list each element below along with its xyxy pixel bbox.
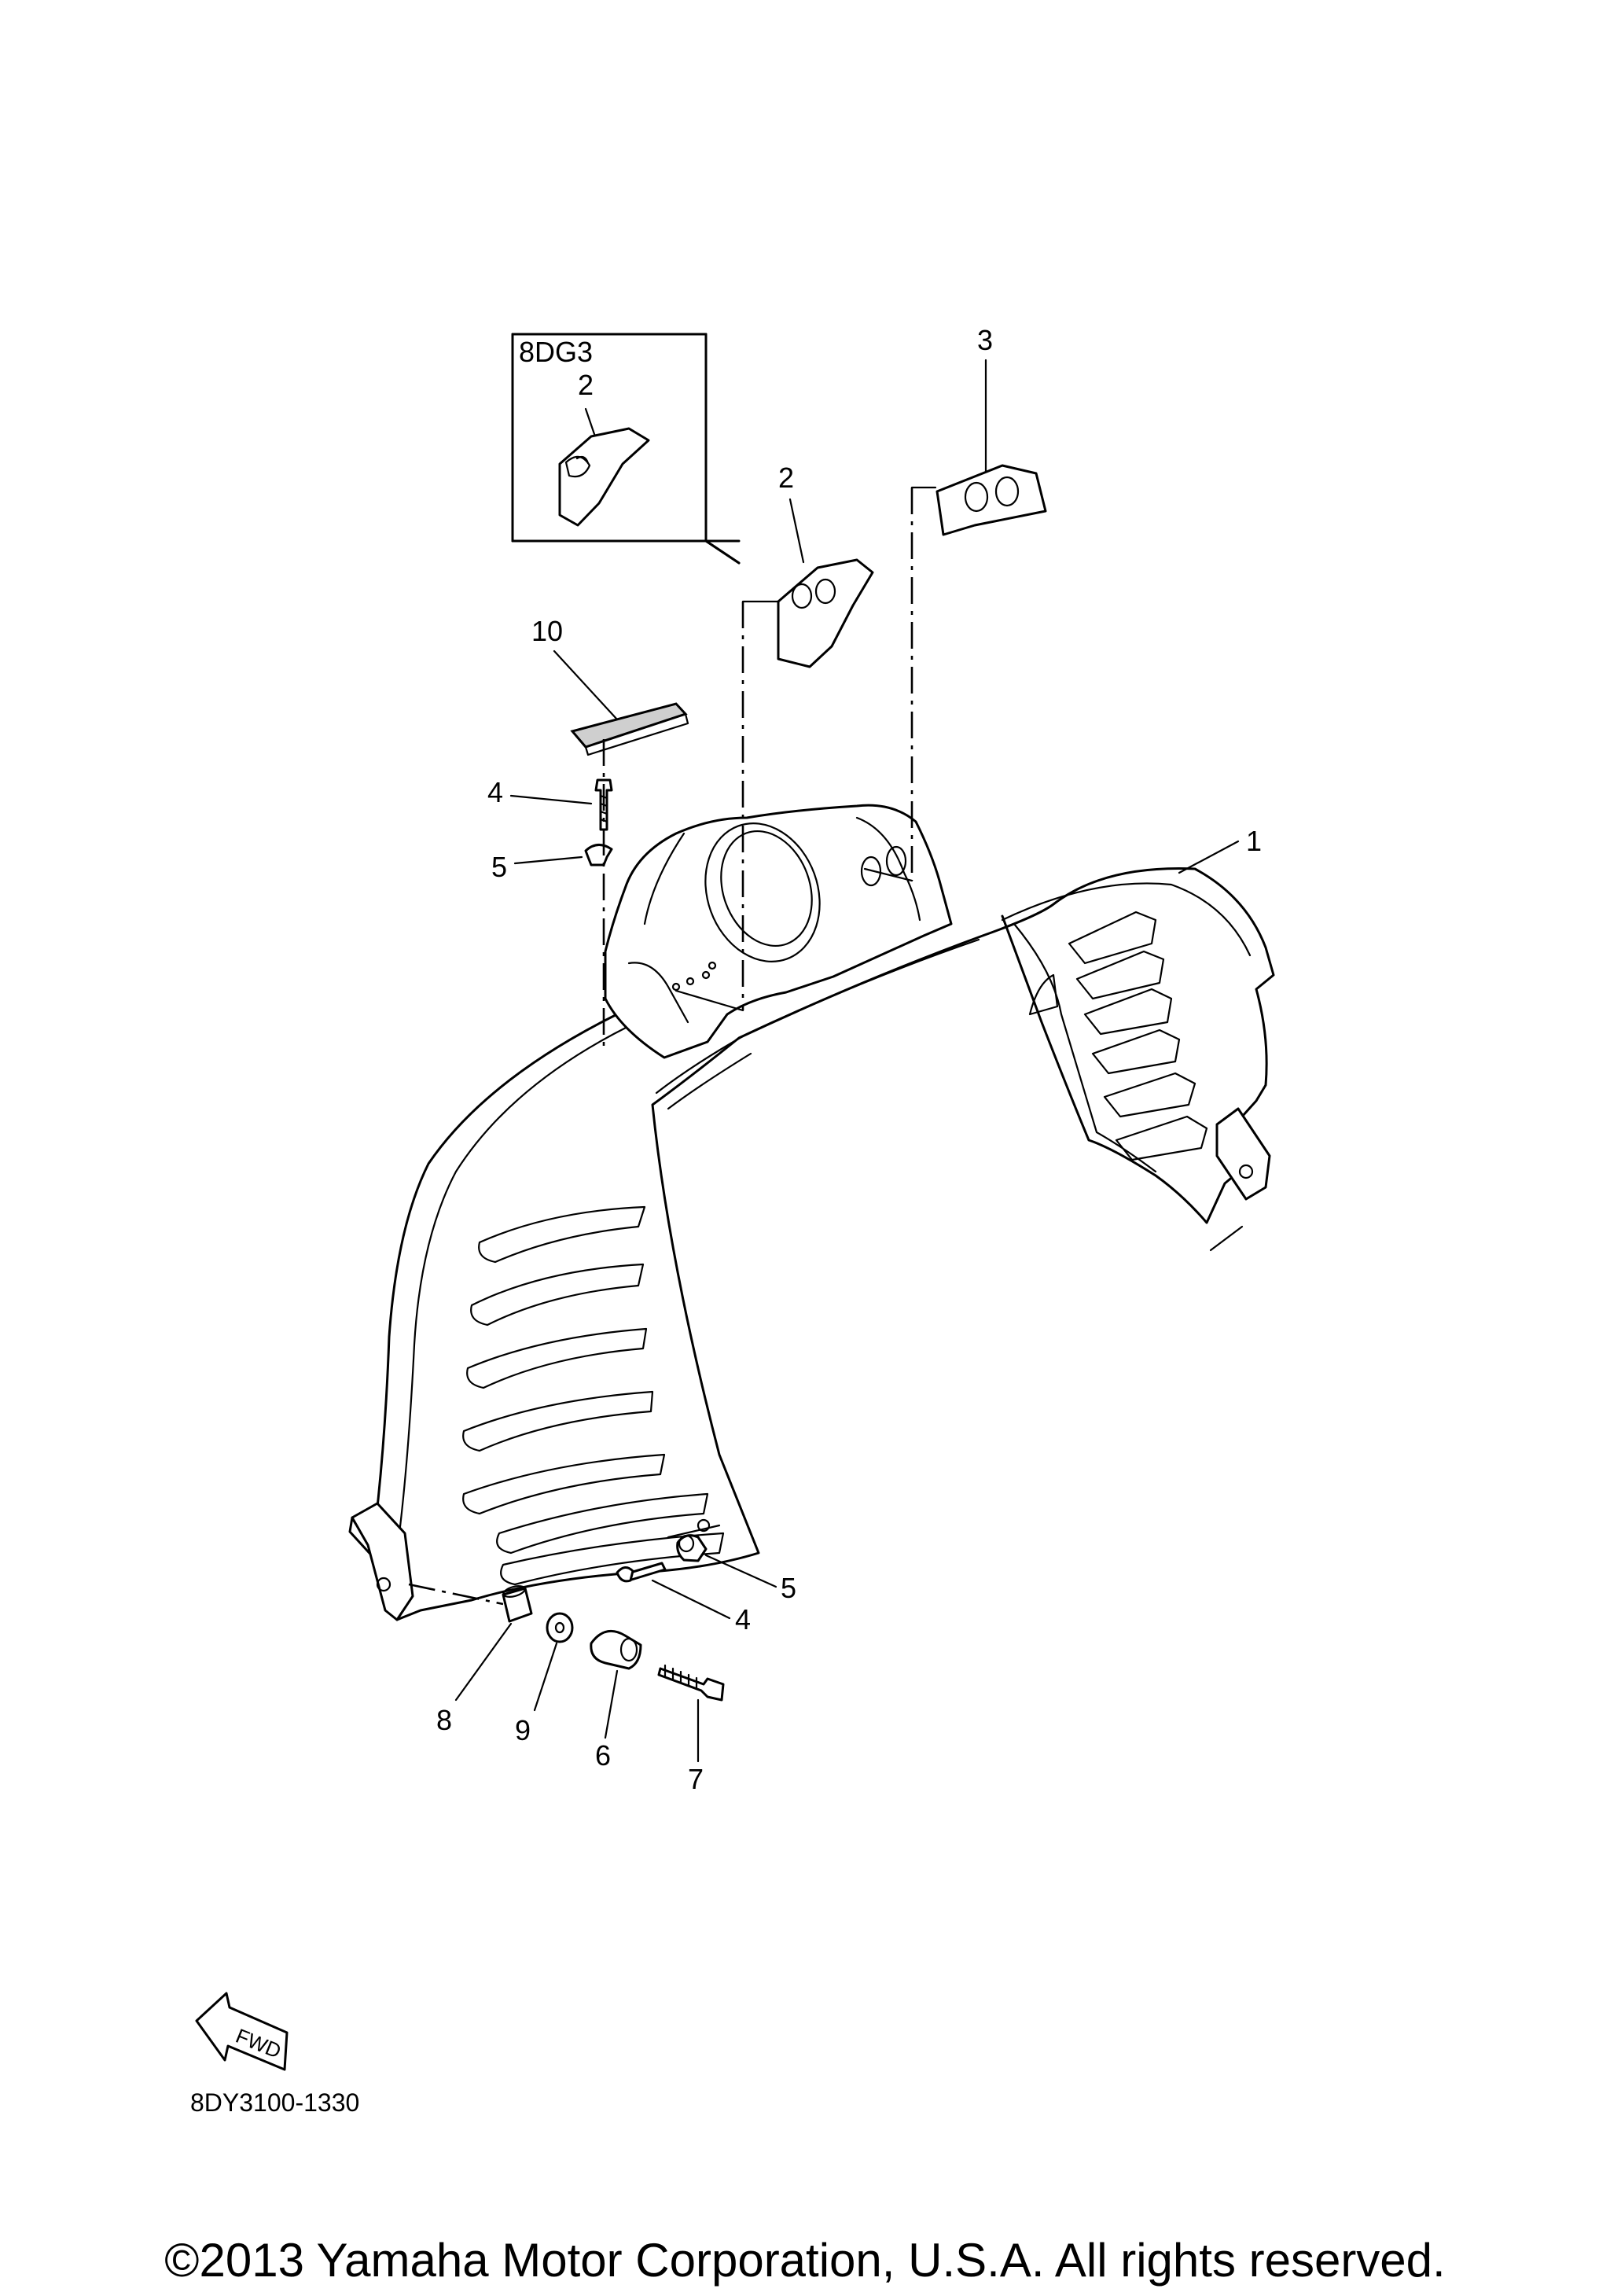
- part-2-bracket: 2: [777, 462, 874, 668]
- figure-code: 8DY3100-1330: [190, 2088, 359, 2117]
- left-louvers: [462, 1205, 725, 1586]
- callout-9: 9: [515, 1714, 531, 1746]
- inset-bracket-part: [558, 427, 650, 527]
- assembly-lines: [408, 486, 937, 1606]
- inset-box: 8DG3 2: [511, 333, 741, 565]
- part-10-pad: 10: [531, 615, 689, 756]
- callout-4-upper: 4: [487, 776, 503, 808]
- callout-5-lower: 5: [781, 1572, 796, 1604]
- part-1-cowling: 1: [348, 804, 1275, 1621]
- right-louvers: [1028, 911, 1208, 1161]
- upper-fasteners: 4 5: [487, 776, 613, 883]
- callout-8: 8: [436, 1704, 452, 1736]
- callout-1: 1: [1246, 825, 1262, 857]
- callout-3: 3: [977, 324, 993, 356]
- part-3-plate: 3: [935, 324, 1047, 536]
- callout-6: 6: [595, 1739, 611, 1772]
- callout-2: 2: [778, 462, 794, 494]
- callout-4-lower: 4: [735, 1603, 751, 1636]
- inset-callout-2: 2: [578, 369, 594, 401]
- callout-5-upper: 5: [491, 851, 507, 883]
- copyright-notice: ©2013 Yamaha Motor Corporation, U.S.A. A…: [164, 2234, 1446, 2287]
- inset-variant-label: 8DG3: [519, 336, 593, 368]
- lower-fasteners: 8 9 6 7 4 5: [436, 1534, 796, 1795]
- fwd-arrow-icon: FWD: [195, 1992, 289, 2071]
- callout-7: 7: [688, 1763, 704, 1795]
- callout-10: 10: [531, 615, 563, 647]
